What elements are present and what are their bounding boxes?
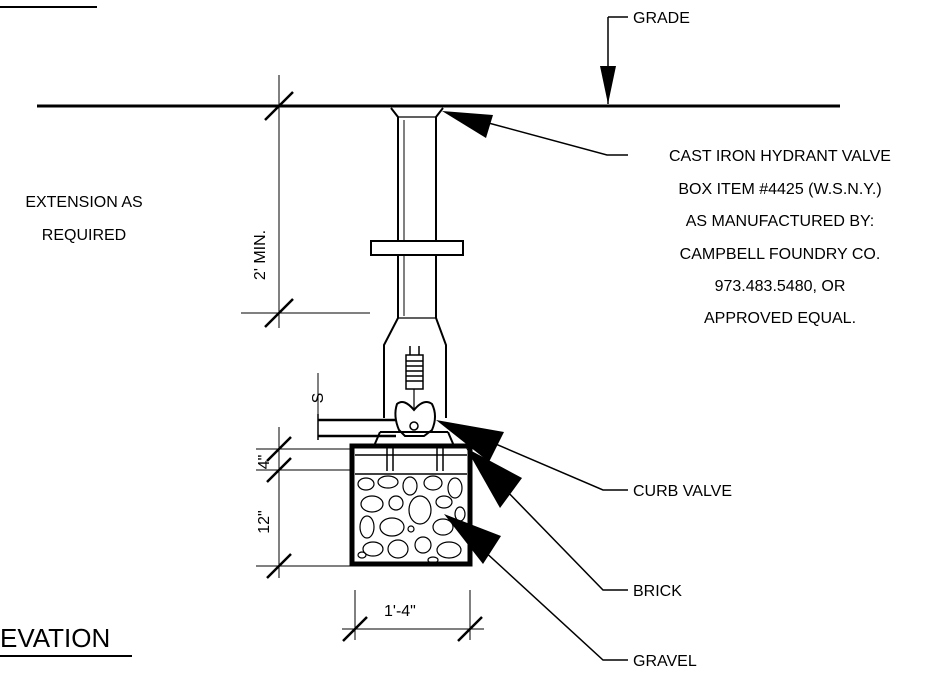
valve-box-callout: CAST IRON HYDRANT VALVE BOX ITEM #4425 (…: [669, 148, 891, 327]
grade-label: GRADE: [633, 10, 690, 27]
valve-box-line-1: CAST IRON HYDRANT VALVE: [669, 148, 891, 165]
service-line: [317, 373, 396, 440]
valve-box-line-5: 973.483.5480, OR: [715, 278, 846, 295]
grade-marker: [600, 16, 628, 104]
extension-line-2: REQUIRED: [42, 227, 126, 244]
service-line-label: S: [310, 393, 327, 404]
valve-box-line-6: APPROVED EQUAL.: [704, 310, 856, 327]
gravel-fill: [357, 475, 466, 564]
extension-note: EXTENSION AS REQUIRED: [25, 194, 142, 244]
brick-base: [349, 431, 473, 567]
depth-min-label: 2' MIN.: [252, 230, 269, 280]
curb-valve-label: CURB VALVE: [633, 483, 732, 500]
base-thickness-label: 4": [256, 455, 273, 470]
depth-dimension: [241, 75, 370, 328]
base-dimensions: [256, 427, 352, 579]
valve-box: [370, 107, 464, 418]
curb-valve: [394, 346, 436, 437]
extension-line-1: EXTENSION AS: [25, 194, 142, 211]
base-width-label: 1'-4": [384, 603, 416, 620]
valve-box-line-3: AS MANUFACTURED BY:: [686, 213, 874, 230]
curb-valve-leader: [436, 420, 628, 491]
brick-label: BRICK: [633, 583, 682, 600]
gravel-depth-label: 12": [256, 510, 273, 533]
width-dimension: [342, 590, 484, 642]
brick-leader: [466, 448, 628, 591]
valve-box-line-2: BOX ITEM #4425 (W.S.N.Y.): [678, 181, 881, 198]
gravel-leader: [444, 514, 628, 661]
gravel-label: GRAVEL: [633, 653, 697, 670]
drawing-title: EVATION: [0, 623, 110, 653]
valve-box-line-4: CAMPBELL FOUNDRY CO.: [680, 246, 881, 263]
valve-box-leader: [442, 111, 628, 156]
